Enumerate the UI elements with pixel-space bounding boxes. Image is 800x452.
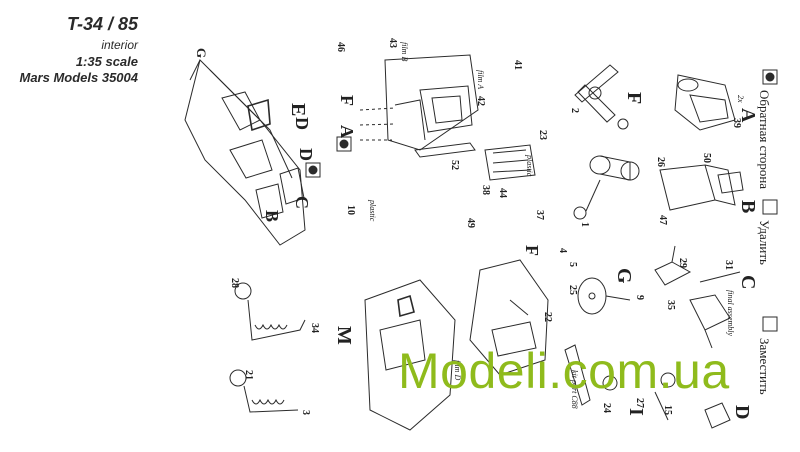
part-number: 39	[731, 118, 742, 128]
lower-panels	[364, 259, 549, 431]
part-number: 26	[655, 157, 666, 167]
part-number: 46	[335, 42, 346, 52]
note-x2: 2x	[736, 95, 745, 103]
step-letter-m: M	[333, 326, 355, 345]
spring-parts	[229, 282, 306, 413]
page-title: T-34 / 85	[66, 14, 138, 34]
step-letter-g: G	[613, 268, 635, 284]
step-letter-g-topleft: G	[194, 48, 209, 58]
part-number: 44	[497, 188, 508, 198]
step-letter-b: B	[737, 200, 759, 213]
step-letter-a-center: A	[337, 125, 357, 138]
part-number: 42	[475, 96, 486, 106]
central-box	[359, 54, 536, 181]
part-number: 3	[300, 410, 311, 415]
part-number: 52	[449, 160, 460, 170]
note-final-assembly: final assembly	[726, 290, 735, 336]
part-number: 1	[579, 222, 590, 227]
step-letter-e: E	[287, 103, 309, 116]
part-number: 23	[537, 130, 548, 140]
part-number: 37	[534, 210, 545, 220]
part-numbers: 1 2 3 9 10 15 21 22 23 24 25 26 27 28 29…	[229, 38, 742, 415]
gauge-part	[577, 277, 631, 315]
fan-part	[574, 64, 629, 130]
part-number: 4	[557, 248, 568, 253]
part-number: 9	[634, 295, 645, 300]
step-letter-d-left: D	[292, 117, 312, 130]
manufacturer-label: Mars Models 35004	[19, 70, 138, 85]
part-number: 38	[480, 185, 491, 195]
lever-part	[654, 245, 741, 349]
step-letter-d: D	[731, 405, 753, 419]
step-letter-b-left: B	[262, 210, 282, 222]
step-letter-f: F	[623, 92, 645, 104]
part-number: 29	[677, 258, 688, 268]
part-number: 50	[701, 153, 712, 163]
step-letter-c-left: C	[292, 196, 312, 209]
legend-symbol-marks	[308, 72, 775, 175]
part-number: 25	[567, 285, 578, 295]
seat-part	[674, 74, 736, 131]
legend-replace: Заместить	[757, 338, 772, 395]
watermark: Modeli.com.ua	[398, 343, 730, 399]
note-kit-part: kit part C88	[570, 370, 579, 409]
note-film-b: film B	[400, 42, 409, 61]
part-number: 10	[345, 205, 356, 215]
part-number: 47	[657, 215, 668, 225]
note-film-d: film D	[453, 360, 462, 380]
step-letter-a: A	[737, 108, 759, 123]
part-number: 31	[723, 260, 734, 270]
step-letter-i: I	[625, 408, 647, 416]
part-number: 27	[634, 398, 645, 408]
legend-symbols	[305, 69, 778, 332]
part-number: 41	[512, 60, 523, 70]
note-film-a: film A	[476, 70, 485, 89]
hull-section	[184, 59, 306, 246]
step-letter-c: C	[737, 275, 759, 289]
hinge-parts	[564, 344, 731, 429]
step-letter-f-lower: F	[522, 245, 542, 256]
legend-remove: Удалить	[757, 220, 772, 265]
scale-label: 1:35 scale	[75, 54, 138, 69]
part-number: 24	[601, 403, 612, 413]
part-number: 21	[243, 370, 254, 380]
part-number: 43	[387, 38, 398, 48]
part-number: 28	[229, 278, 240, 288]
box-part	[659, 164, 744, 211]
note-plastic: plastic	[525, 154, 534, 177]
part-number: 15	[662, 405, 673, 415]
page-subtitle: interior	[101, 38, 138, 52]
part-number: 22	[542, 312, 553, 322]
step-letters: A B C D E F G I M D D C B F A F G	[194, 48, 759, 419]
notes: film A film B plastic plastic final asse…	[368, 42, 745, 409]
part-number: 49	[465, 218, 476, 228]
step-letter-f-center: F	[337, 95, 357, 106]
step-letter-d-box: D	[296, 148, 316, 161]
part-number: 2	[569, 108, 580, 113]
part-number: 5	[567, 262, 578, 267]
note-plastic-2: plastic	[368, 199, 377, 222]
part-number: 34	[309, 323, 320, 333]
cylinder-part	[573, 155, 640, 220]
part-number: 35	[665, 300, 676, 310]
legend-reverse-side: Обратная сторона	[757, 90, 772, 189]
